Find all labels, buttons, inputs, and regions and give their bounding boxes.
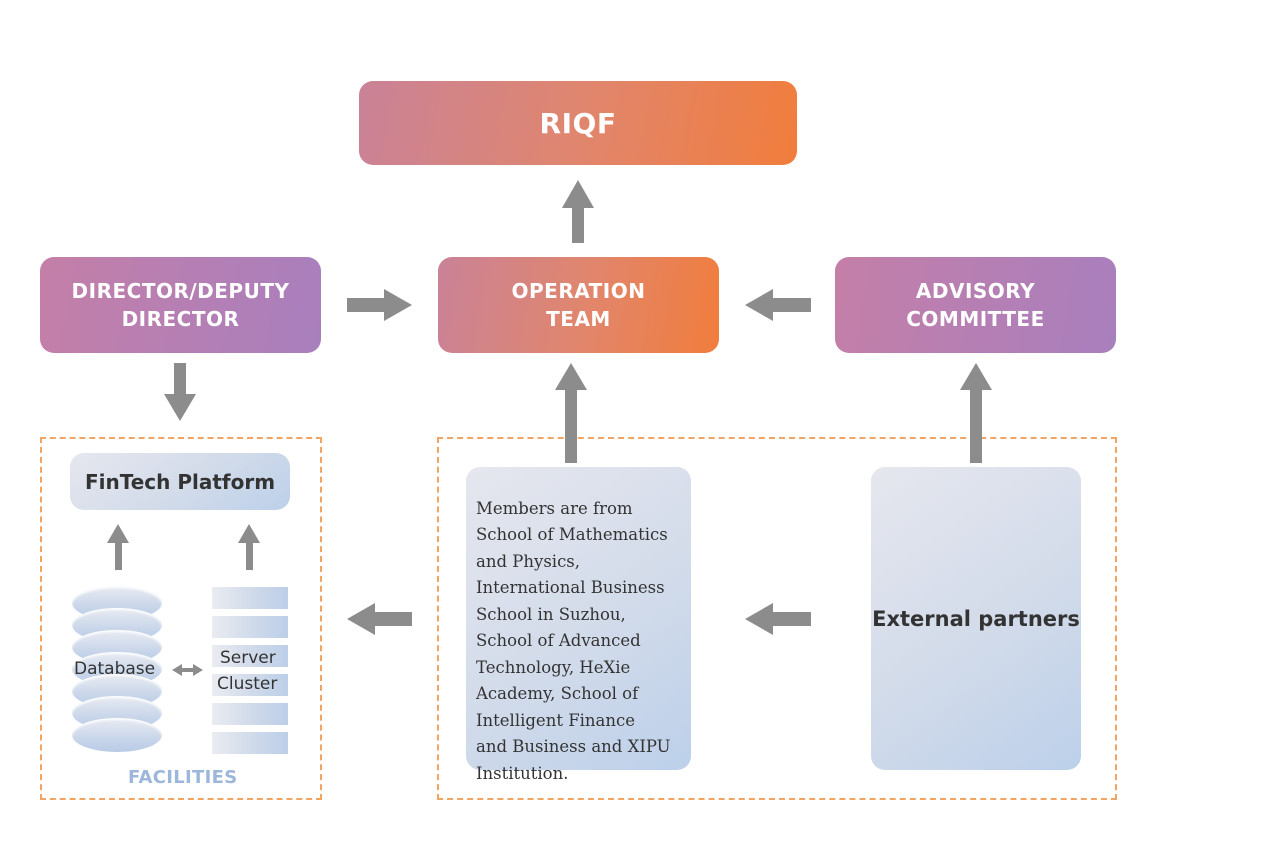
arrow-operation-to-riqf: [562, 180, 594, 243]
operation-team-node: OPERATION TEAM: [438, 257, 719, 353]
cluster-label: Cluster: [217, 674, 278, 694]
director-label: DIRECTOR/DEPUTY DIRECTOR: [71, 279, 290, 331]
facilities-label: FACILITIES: [128, 767, 238, 788]
director-node: DIRECTOR/DEPUTY DIRECTOR: [40, 257, 321, 353]
facilities-group: [40, 437, 322, 800]
arrow-external-to-members: [745, 603, 811, 635]
external-partners-node: External partners: [871, 467, 1081, 770]
database-label: Database: [74, 659, 156, 679]
arrow-database-server-link: [172, 664, 203, 676]
arrow-director-to-operation: [347, 289, 412, 321]
members-text: Members are from School of Mathematics a…: [476, 498, 671, 783]
members-partners-group: [437, 437, 1117, 800]
riqf-label: RIQF: [539, 106, 617, 140]
fintech-platform-label: FinTech Platform: [84, 469, 276, 494]
arrow-external-to-advisory: [960, 363, 992, 463]
arrow-members-to-facilities: [347, 603, 412, 635]
riqf-node: RIQF: [359, 81, 797, 165]
external-partners-label: External partners: [872, 606, 1080, 631]
arrow-members-to-operation: [555, 363, 587, 463]
server-label: Server: [220, 648, 276, 668]
arrow-server-to-fintech: [238, 524, 260, 570]
arrow-database-to-fintech: [107, 524, 129, 570]
advisory-committee-node: ADVISORY COMMITTEE: [835, 257, 1116, 353]
members-node: Members are from School of Mathematics a…: [466, 467, 691, 783]
fintech-platform-node: FinTech Platform: [70, 453, 290, 510]
arrow-director-to-facilities: [164, 363, 196, 421]
advisory-committee-label: ADVISORY COMMITTEE: [906, 279, 1045, 331]
operation-team-label: OPERATION TEAM: [511, 279, 646, 331]
arrow-advisory-to-operation: [745, 289, 811, 321]
